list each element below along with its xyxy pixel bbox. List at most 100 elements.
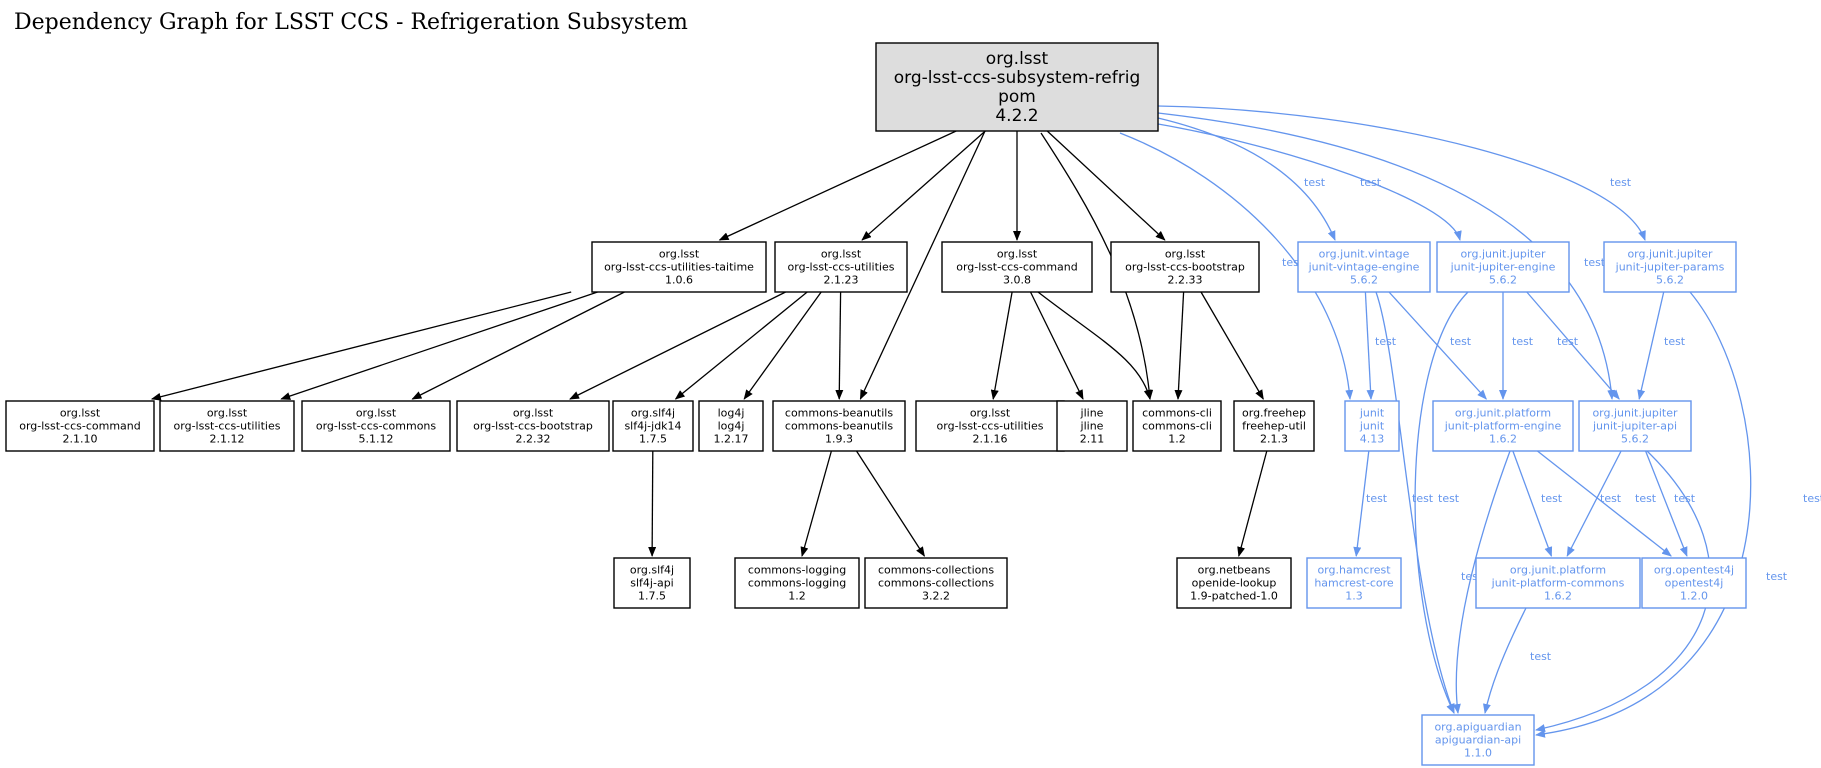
node-label-line: org.junit.vintage [1319, 248, 1410, 261]
node-label-line: junit-platform-engine [1444, 420, 1562, 433]
node-label-line: org-lsst-ccs-utilities-taitime [604, 261, 754, 274]
node-box [1110, 241, 1260, 293]
edge-line [569, 291, 786, 400]
node-label-line: org.junit.platform [1510, 564, 1606, 577]
node-label-line: commons-cli [1142, 420, 1212, 433]
node-label-line: org-lsst-ccs-command [956, 261, 1078, 274]
node-label-line: 2.1.3 [1260, 433, 1288, 446]
node-taitime: org.lsstorg-lsst-ccs-utilities-taitime1.… [591, 241, 767, 293]
node-label-line: junit-jupiter-params [1615, 261, 1725, 274]
node-label-line: 1.3 [1345, 590, 1363, 603]
node-box [1297, 241, 1431, 293]
edge-line [835, 291, 844, 400]
node-label-line: commons-beanutils [785, 420, 893, 433]
node-label-line: freehep-util [1242, 420, 1306, 433]
node-label-line: commons-collections [878, 564, 994, 577]
edge-label: test [1412, 492, 1434, 505]
node-box [1344, 400, 1400, 452]
edge-line [411, 291, 625, 400]
node-box [612, 400, 694, 452]
edge-label: test [1766, 570, 1788, 583]
node-label-line: org.freehep [1242, 407, 1306, 420]
edge-line [800, 450, 833, 557]
edge-label: test [1584, 256, 1606, 269]
edge-util2123-to-slf4jjdk [674, 291, 808, 400]
edge-label: test [1600, 492, 1622, 505]
node-label-line: 5.6.2 [1621, 433, 1649, 446]
edge-root-to-taitime [718, 130, 957, 241]
node-box [774, 241, 908, 293]
node-box [1306, 557, 1402, 609]
edge-label: test [1304, 176, 1326, 189]
node-label-line: org-lsst-ccs-bootstrap [473, 420, 593, 433]
edge-line [861, 130, 986, 241]
node-pengine: org.junit.platformjunit-platform-engine1… [1432, 400, 1574, 452]
edge-root-to-vintage: test [1157, 117, 1336, 241]
node-box [456, 400, 610, 452]
edge-label: test [1366, 492, 1388, 505]
node-label-line: org.lsst [60, 407, 101, 420]
edge-label: test [1438, 492, 1460, 505]
node-label-line: 5.6.2 [1350, 274, 1378, 287]
edge-line [1157, 105, 1646, 241]
edge-label: test [1635, 492, 1657, 505]
edge-pengine-to-opentest: test [1536, 450, 1672, 557]
edge-pcommons-to-apiguardian: test [1483, 607, 1552, 714]
node-box [1421, 714, 1535, 766]
node-label-line: hamcrest-core [1314, 577, 1394, 590]
node-box [1233, 400, 1315, 452]
edge-label: test [1803, 492, 1821, 505]
edge-line [1483, 607, 1527, 714]
node-box [159, 400, 295, 452]
node-label-line: org.netbeans [1198, 564, 1271, 577]
edge-line [1364, 291, 1375, 400]
node-label-line: commons-logging [748, 577, 846, 590]
node-box [1176, 557, 1292, 609]
node-label-line: 1.7.5 [638, 590, 666, 603]
edge-taitime-to-util2112 [280, 291, 598, 400]
node-box [698, 400, 764, 452]
edge-line [1535, 291, 1752, 738]
edge-line [1637, 291, 1665, 400]
edge-label: test [1674, 492, 1696, 505]
node-label-line: org.lsst [513, 407, 554, 420]
node-label-line: org.hamcrest [1317, 564, 1391, 577]
edge-japi-to-opentest: test [1644, 450, 1696, 557]
edge-label: test [1530, 650, 1552, 663]
node-label-line: org.lsst [986, 49, 1049, 69]
node-box [772, 400, 906, 452]
node-label-line: 4.2.2 [995, 106, 1038, 126]
edge-pengine-to-pcommons: test [1512, 450, 1563, 557]
node-box [1432, 400, 1574, 452]
node-label-line: org.junit.jupiter [1592, 407, 1678, 420]
node-label-line: org.lsst [821, 248, 862, 261]
node-label-line: commons-beanutils [785, 407, 893, 420]
node-label-line: 1.0.6 [665, 274, 693, 287]
node-box [1603, 241, 1737, 293]
edge-boot2233-to-cli [1174, 291, 1185, 400]
edge-beanutils-to-collections [855, 450, 925, 557]
node-label-line: 1.1.0 [1464, 747, 1492, 760]
edge-line [1526, 291, 1620, 400]
node-label-line: log4j [718, 407, 745, 420]
edge-root-to-jparams: test [1157, 105, 1646, 241]
node-label-line: org.lsst [997, 248, 1038, 261]
node-box [1578, 400, 1692, 452]
node-box [591, 241, 767, 293]
node-label-line: commons-collections [878, 577, 994, 590]
node-label-line: org-lsst-ccs-commons [316, 420, 437, 433]
edge-line [1157, 123, 1462, 241]
node-label-line: opentest4j [1665, 577, 1724, 590]
node-label-line: junit-jupiter-engine [1450, 261, 1556, 274]
node-label-line: org.slf4j [630, 564, 674, 577]
